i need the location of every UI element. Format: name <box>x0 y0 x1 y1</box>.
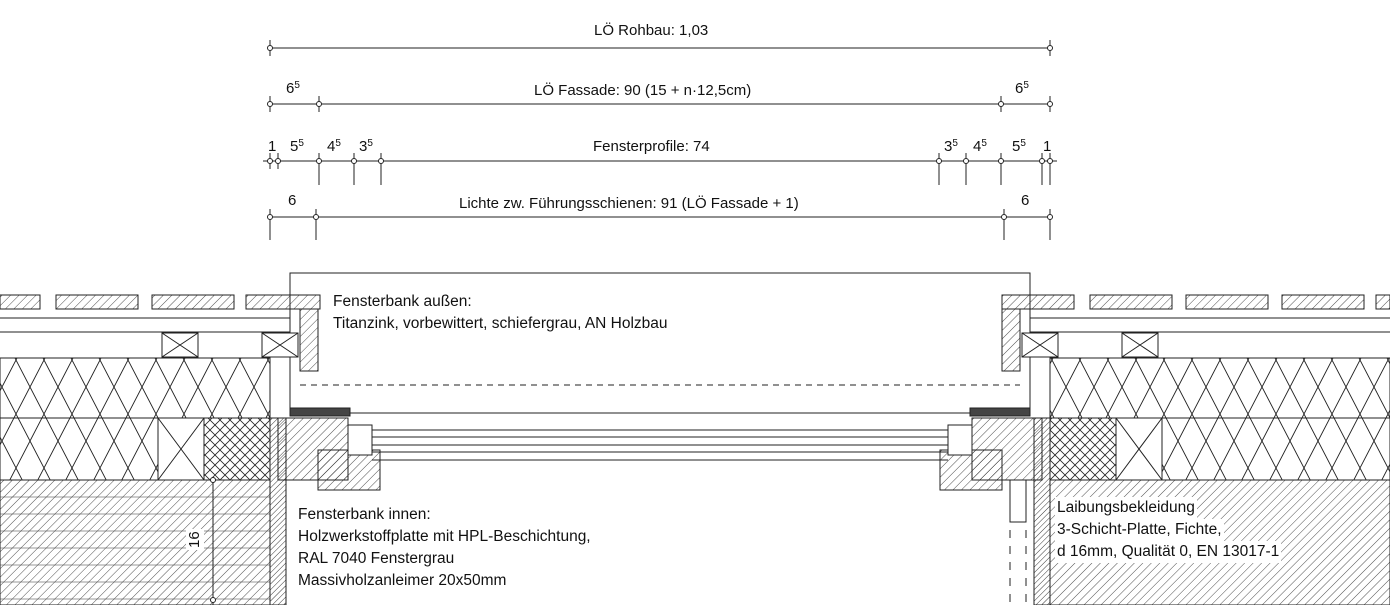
facade-cladding-left <box>0 294 321 372</box>
note-fensterbank-innen-line1: Holzwerkstoffplatte mit HPL-Beschichtung… <box>298 528 591 545</box>
dim-vertical-16 <box>210 477 216 605</box>
dim-fenster-label: Fensterprofile: 74 <box>593 138 710 155</box>
note-laibung-line1: 3-Schicht-Platte, Fichte, <box>1055 519 1224 541</box>
facade-cladding-right <box>1001 294 1390 372</box>
battens <box>161 332 1159 358</box>
dim-lichte-label: Lichte zw. Führungsschienen: 91 (LÖ Fass… <box>459 195 799 212</box>
dim-5-5-left: 55 <box>290 138 304 155</box>
dim-fensterprofile <box>263 153 1057 185</box>
dim-6-5-right: 65 <box>1015 80 1029 97</box>
note-laibung-title: Laibungsbekleidung <box>1055 497 1197 519</box>
dim-4-5-left: 45 <box>327 138 341 155</box>
note-fensterbank-innen-line2: RAL 7040 Fenstergrau <box>298 550 455 567</box>
glazing <box>372 429 948 461</box>
note-laibung-line2: d 16mm, Qualität 0, EN 13017-1 <box>1055 541 1282 563</box>
dim-4-5-right: 45 <box>973 138 987 155</box>
window-frame-left <box>277 407 381 491</box>
note-fensterbank-innen-line3: Massivholzanleimer 20x50mm <box>298 572 507 589</box>
note-laibung: Laibungsbekleidung 3-Schicht-Platte, Fic… <box>1055 497 1282 563</box>
dim-5-5-right: 55 <box>1012 138 1026 155</box>
dim-1-left: 1 <box>268 138 277 155</box>
dim-3-5-right: 35 <box>944 138 958 155</box>
dim-6-right: 6 <box>1021 192 1030 209</box>
window-frame-right <box>939 407 1043 491</box>
note-fensterbank-aussen-text: Titanzink, vorbewittert, schiefergrau, A… <box>333 315 668 332</box>
insulation-right <box>1049 357 1390 605</box>
note-fensterbank-aussen: Fensterbank außen: Titanzink, vorbewitte… <box>333 291 668 335</box>
dim-fassade <box>267 96 1053 112</box>
dim-rohbau-label: LÖ Rohbau: 1,03 <box>594 22 709 39</box>
dim-16-label: 16 <box>186 529 204 550</box>
note-fensterbank-aussen-title: Fensterbank außen: <box>333 293 472 310</box>
note-fensterbank-innen-title: Fensterbank innen: <box>298 506 431 523</box>
dim-6-5-left: 65 <box>286 80 300 97</box>
note-fensterbank-innen: Fensterbank innen: Holzwerkstoffplatte m… <box>298 504 591 592</box>
dim-fassade-label: LÖ Fassade: 90 (15 + n·12,5cm) <box>534 82 752 99</box>
dim-3-5-left: 35 <box>359 138 373 155</box>
dim-1-right: 1 <box>1043 138 1052 155</box>
dim-lichte <box>267 209 1053 240</box>
insulation-left <box>0 357 271 605</box>
dim-6-left: 6 <box>288 192 297 209</box>
dim-rohbau <box>267 40 1053 56</box>
wall-lines <box>0 496 270 600</box>
inner-sill-dashes <box>1009 479 1027 605</box>
